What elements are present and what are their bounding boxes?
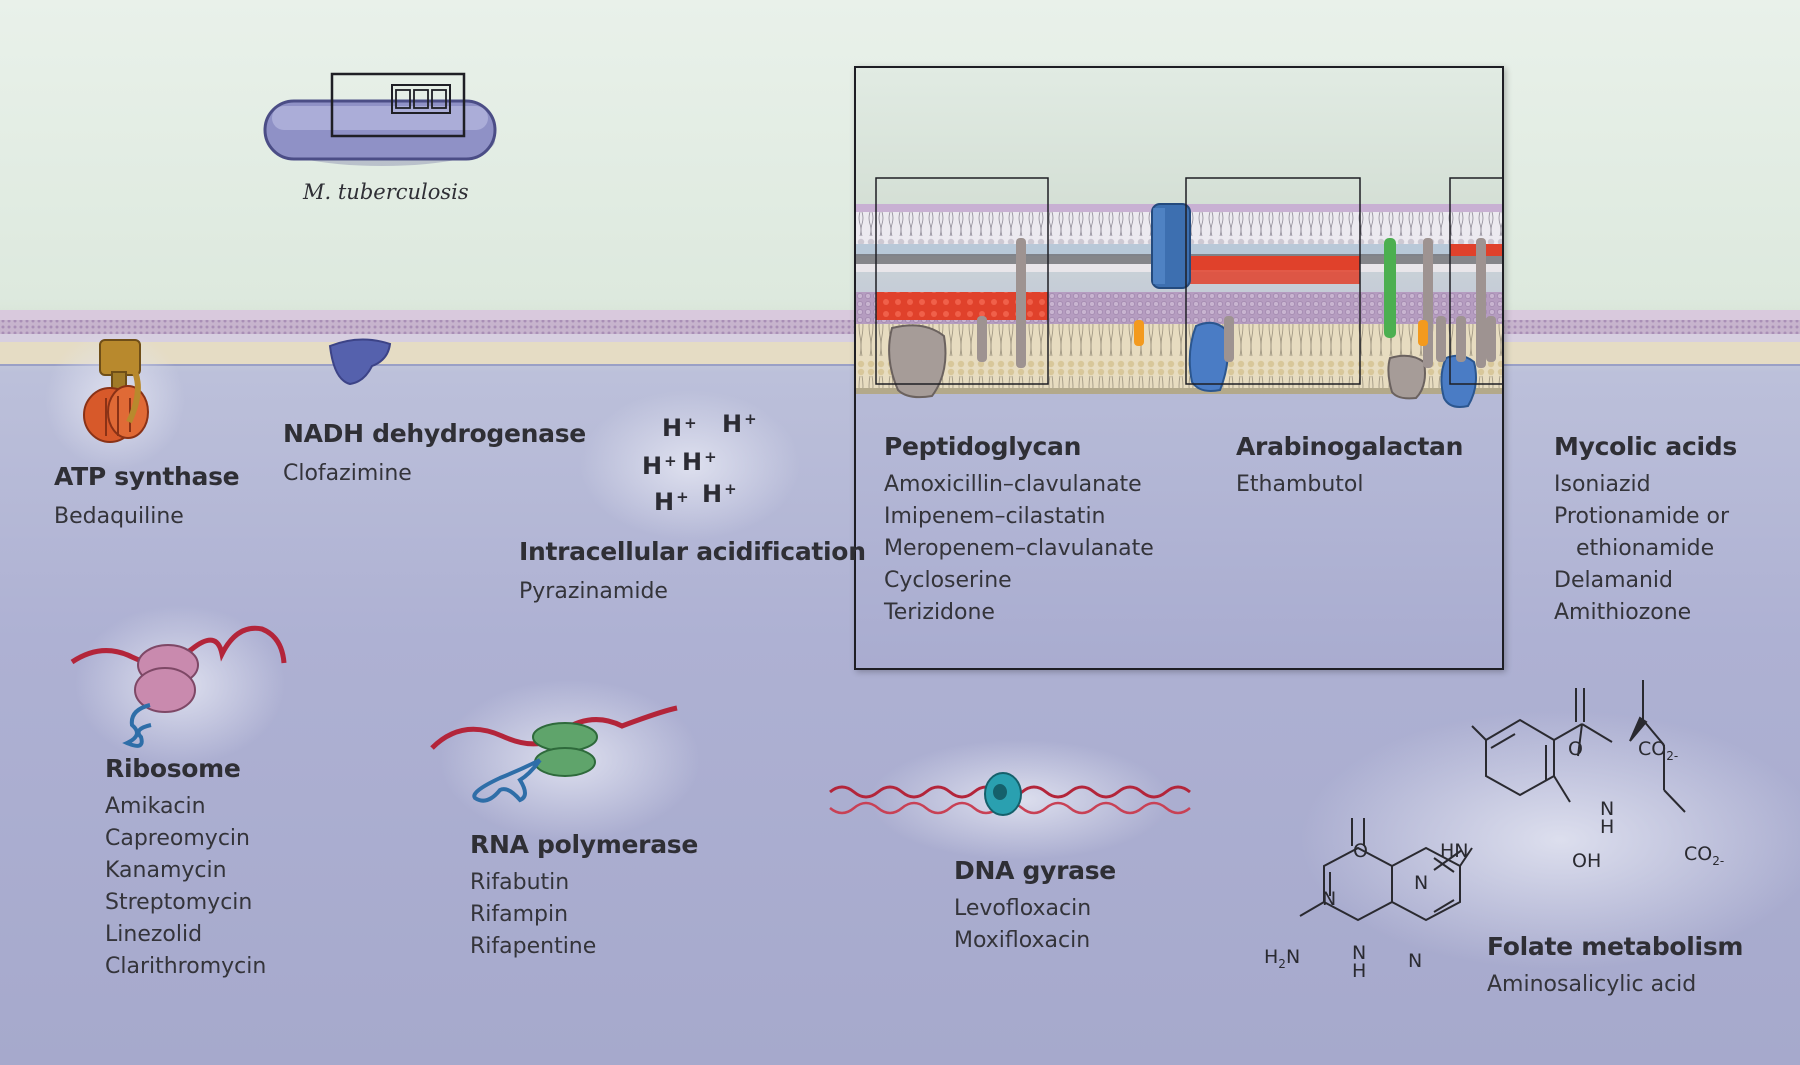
bacillus-icon xyxy=(263,72,497,166)
proton-4: H+ xyxy=(682,448,717,476)
arabinogalactan-highlight-box xyxy=(1185,177,1361,385)
ribosome-icon xyxy=(70,625,287,748)
rna-polymerase-drug: Rifampin xyxy=(470,902,569,927)
rna-polymerase-label: RNA polymerase Rifabutin Rifampin Rifape… xyxy=(470,830,698,963)
membrane-protein-grey xyxy=(888,324,947,399)
rna-polymerase-drug: Rifapentine xyxy=(470,934,597,959)
mycolic-drug: Isoniazid xyxy=(1554,472,1651,497)
chem-h2n: H2N xyxy=(1264,946,1301,971)
proton-2: H+ xyxy=(722,410,757,438)
rna-polymerase-drug: Rifabutin xyxy=(470,870,570,895)
chem-o-top: O xyxy=(1568,738,1583,760)
atp-synthase-label: ATP synthase Bedaquiline xyxy=(54,462,240,533)
nadh-title: NADH dehydrogenase xyxy=(283,419,586,448)
peptidoglycan-drug: Imipenem–cilastatin xyxy=(884,504,1106,529)
peptidoglycan-highlight-box xyxy=(875,177,1049,385)
rna-polymerase-icon xyxy=(430,705,678,803)
mycolic-acid-highlight-box xyxy=(1449,177,1502,385)
nadh-label: NADH dehydrogenase Clofazimine xyxy=(283,419,586,490)
ribosome-drug: Amikacin xyxy=(105,794,206,819)
atp-synthase-title: ATP synthase xyxy=(54,462,240,491)
chem-oh: OH xyxy=(1572,850,1602,872)
peptidoglycan-label: Peptidoglycan Amoxicillin–clavulanate Im… xyxy=(884,432,1154,629)
chem-o-ring: O xyxy=(1353,840,1368,862)
folate-label: Folate metabolism Aminosalicylic acid xyxy=(1487,932,1743,1001)
acidification-drug: Pyrazinamide xyxy=(519,579,668,604)
ribosome-drug: Linezolid xyxy=(105,922,203,947)
mycolic-label: Mycolic acids Isoniazid Protionamide or … xyxy=(1554,432,1737,629)
organism-label: M. tuberculosis xyxy=(303,180,469,204)
chem-hn: HN xyxy=(1440,840,1469,862)
ribosome-drug: Kanamycin xyxy=(105,858,227,883)
peptidoglycan-drug: Terizidone xyxy=(884,600,995,625)
peptidoglycan-drug: Meropenem–clavulanate xyxy=(884,536,1154,561)
rna-polymerase-title: RNA polymerase xyxy=(470,830,699,859)
chem-co2-top: CO2- xyxy=(1638,738,1679,763)
atp-synthase-icon xyxy=(83,339,149,443)
folate-title: Folate metabolism xyxy=(1487,932,1744,961)
arabinogalactan-layer xyxy=(1186,256,1360,270)
chem-n-ring-top: N xyxy=(1414,872,1429,894)
dna-gyrase-drug: Levofloxacin xyxy=(954,896,1092,921)
chem-n-pyrazine: N xyxy=(1408,950,1423,972)
ribosome-title: Ribosome xyxy=(105,754,241,783)
proton-6: H+ xyxy=(702,480,737,508)
membrane-protein-blue xyxy=(1188,321,1229,392)
cell-wall-inset xyxy=(854,66,1504,670)
folate-structure-icon xyxy=(1299,680,1686,922)
proton-5: H+ xyxy=(654,488,689,516)
chem-n-ring-left: N xyxy=(1322,888,1337,910)
arabinogalactan-label: Arabinogalactan Ethambutol xyxy=(1236,432,1463,501)
arabinogalactan-title: Arabinogalactan xyxy=(1236,432,1464,461)
dna-gyrase-drug: Moxifloxacin xyxy=(954,928,1091,953)
cell-wall-artwork xyxy=(856,177,1502,408)
dna-gyrase-icon xyxy=(829,772,1191,816)
mycolic-drug: Amithiozone xyxy=(1554,600,1692,625)
dna-gyrase-title: DNA gyrase xyxy=(954,856,1116,885)
peptidoglycan-title: Peptidoglycan xyxy=(884,432,1082,461)
arabinogalactan-drug: Ethambutol xyxy=(1236,472,1364,497)
ribosome-label: Ribosome Amikacin Capreomycin Kanamycin … xyxy=(105,754,266,983)
dna-gyrase-label: DNA gyrase Levofloxacin Moxifloxacin xyxy=(954,856,1116,957)
ribosome-drug: Clarithromycin xyxy=(105,954,267,979)
folate-drug: Aminosalicylic acid xyxy=(1487,972,1697,997)
mycolic-drug: ethionamide xyxy=(1576,536,1715,561)
nadh-drug: Clofazimine xyxy=(283,461,412,486)
nadh-dehydrogenase-icon xyxy=(328,338,392,386)
green-transporter xyxy=(1384,238,1396,338)
peptidoglycan-drug: Amoxicillin–clavulanate xyxy=(884,472,1142,497)
mycolic-drug: Protionamide or xyxy=(1554,504,1730,529)
peptidoglycan-drug: Cycloserine xyxy=(884,568,1012,593)
mycolic-drug: Delamanid xyxy=(1554,568,1674,593)
proton-3: H+ xyxy=(642,452,677,480)
mycolic-title: Mycolic acids xyxy=(1554,432,1737,461)
ribosome-drug: Streptomycin xyxy=(105,890,253,915)
proton-1: H+ xyxy=(662,414,697,442)
chem-co2-bottom: CO2- xyxy=(1684,843,1725,868)
acidification-label: Intracellular acidification Pyrazinamide xyxy=(519,537,866,608)
ribosome-drug: Capreomycin xyxy=(105,826,250,851)
atp-synthase-drug: Bedaquiline xyxy=(54,504,184,529)
acidification-title: Intracellular acidification xyxy=(519,537,866,566)
